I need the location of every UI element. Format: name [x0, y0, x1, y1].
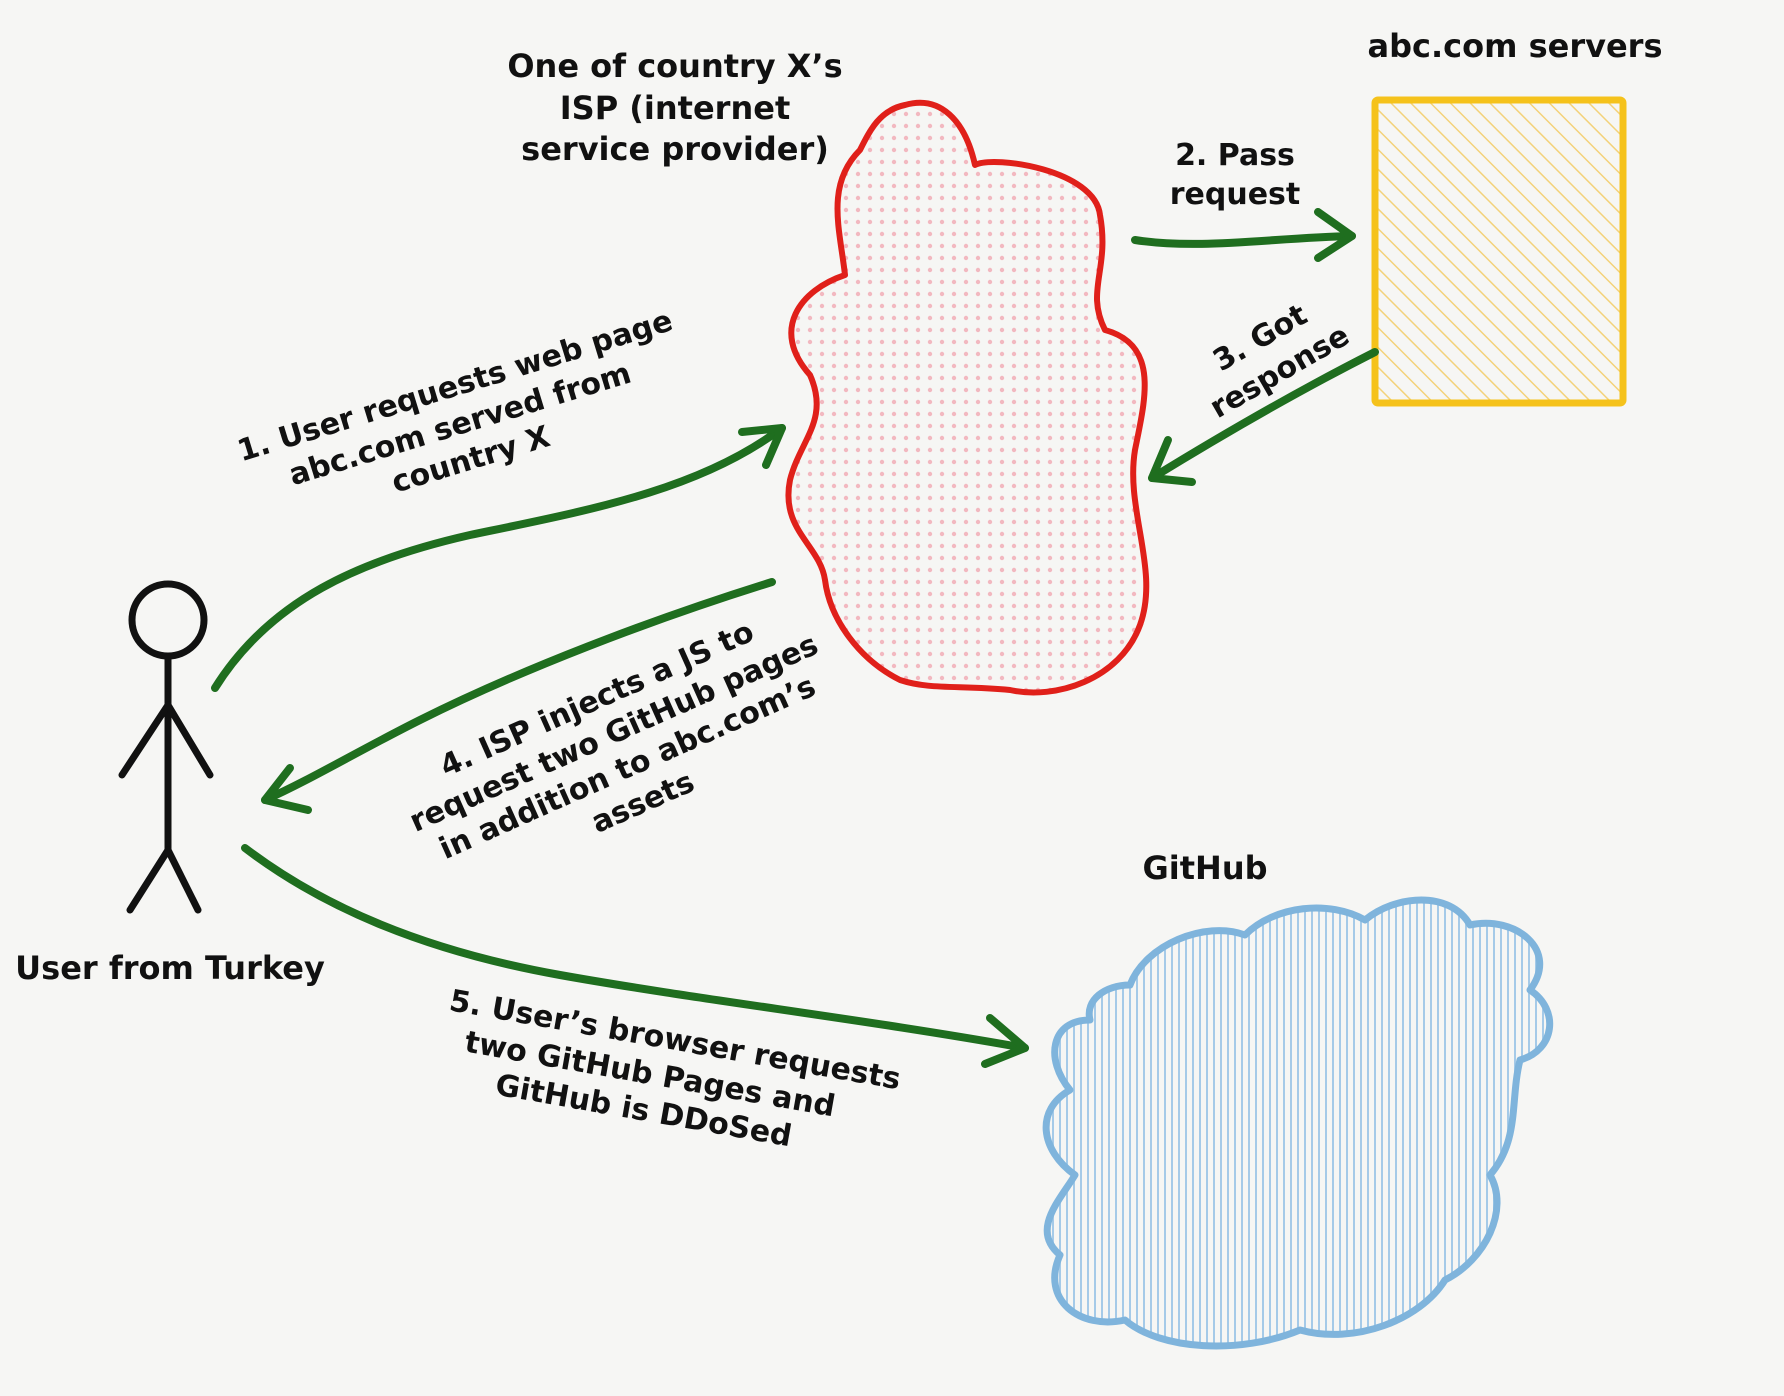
step2-label: 2. Pass request [1150, 136, 1320, 214]
arrow-servers-to-isp [1148, 348, 1379, 482]
arrowhead-isp-to-servers [1314, 208, 1356, 262]
arrow-isp-to-servers [1131, 232, 1356, 248]
step2-line-2: request [1169, 177, 1301, 212]
arrow-user-to-isp [211, 424, 786, 692]
arrow-isp-to-user [261, 578, 776, 804]
step2-line-1: 2. Pass [1175, 138, 1295, 173]
isp-title-line-1: One of country X’s [507, 47, 843, 85]
servers-title: abc.com servers [1367, 27, 1663, 65]
arrowhead-user-to-isp [738, 424, 786, 469]
servers-box [1371, 96, 1627, 407]
isp-title-line-3: service provider) [521, 130, 829, 169]
arrowhead-isp-to-user [261, 764, 312, 814]
arrow-user-to-github [241, 844, 1029, 1052]
user-title: User from Turkey [15, 949, 325, 987]
arrowhead-user-to-github [981, 1014, 1029, 1068]
isp-title: One of country X’s ISP (internet service… [490, 46, 860, 171]
isp-cloud-shape [785, 99, 1150, 696]
arrowhead-servers-to-isp [1148, 436, 1196, 486]
user-stick-figure [118, 580, 214, 914]
github-title: GitHub [1142, 849, 1268, 887]
isp-title-line-2: ISP (internet [559, 88, 791, 127]
github-cloud-shape [1042, 896, 1554, 1350]
